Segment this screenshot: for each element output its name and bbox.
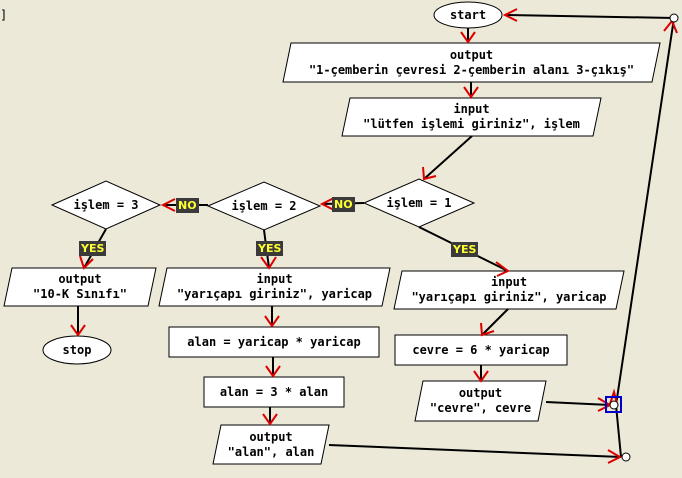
input-yaricap-middle-box[interactable] — [158, 267, 391, 307]
yes-tag-d3: YES — [79, 241, 107, 256]
decision-islem-3[interactable] — [50, 180, 162, 230]
stop-label: stop — [62, 342, 92, 357]
output-alan-text: output "alan", alan — [213, 425, 329, 464]
input-r1-value: "yarıçapı giriniz", yaricap — [411, 290, 607, 304]
junction-selected — [609, 400, 619, 410]
arrowhead-decision3 — [160, 198, 176, 212]
corner-bracket: ] — [0, 8, 8, 22]
input-islem-value: "lütfen işlemi giriniz", işlem — [363, 117, 580, 131]
input-islem-kind: input — [453, 102, 490, 116]
connector-inputr1-cevre — [481, 308, 509, 336]
output-alan-box[interactable] — [212, 424, 330, 465]
arrowhead-decision1 — [422, 166, 437, 181]
input-yaricap-right-text: input "yarıçapı giriniz", yaricap — [394, 271, 624, 309]
output-cevre-kind: output — [458, 386, 503, 400]
output-10k-text: output "10-K Sınıfı" — [4, 268, 156, 306]
output-10k-kind: output — [58, 272, 102, 286]
arrowhead-menu — [460, 31, 476, 44]
arrowhead-input — [463, 86, 479, 99]
output-alan-value: "alan", alan — [227, 444, 315, 459]
input-yaricap-middle-text: input "yarıçapı giriniz", yaricap — [159, 268, 390, 306]
connector-outcevre-junction — [545, 401, 611, 406]
output-cevre-box[interactable] — [414, 380, 547, 422]
output-menu-box[interactable] — [282, 42, 661, 83]
arrowhead-start — [502, 8, 518, 22]
decision-2-label: işlem = 2 — [231, 198, 297, 213]
output-menu-value: "1-çemberin çevresi 2-çemberin alanı 3-ç… — [308, 62, 635, 77]
junction-bottom-right — [621, 452, 631, 462]
input-yaricap-right-box[interactable] — [393, 270, 625, 310]
assign-cevre-box[interactable] — [394, 334, 568, 366]
start-label: start — [449, 7, 487, 22]
decision-islem-2[interactable] — [206, 181, 322, 231]
connector-outalan-junction — [328, 444, 622, 458]
yes-tag-d1: YES — [451, 242, 479, 257]
output-menu-text: output "1-çemberin çevresi 2-çemberin al… — [283, 43, 660, 82]
arrowhead-loop — [609, 388, 618, 405]
junction-top-right — [669, 13, 679, 23]
decision-3-label: işlem = 3 — [73, 197, 139, 212]
output-10k-box[interactable] — [3, 267, 157, 307]
assign-alan1-label: alan = yaricap * yaricap — [187, 334, 361, 349]
assign-alan1-box[interactable] — [168, 326, 380, 358]
output-cevre-value: "cevre", cevre — [429, 401, 532, 415]
input-islem-text: input "lütfen işlemi giriniz", işlem — [342, 98, 601, 136]
selection-handle[interactable] — [605, 396, 622, 413]
connector-junction-up — [615, 404, 622, 458]
connector-loop-top — [504, 14, 675, 19]
arrowhead-top — [663, 19, 678, 34]
output-10k-value: "10-K Sınıfı" — [33, 287, 127, 301]
output-alan-kind: output — [249, 429, 293, 444]
arrowhead-10k — [79, 255, 94, 270]
no-tag-d2: NO — [176, 198, 199, 213]
arrowhead-junction2 — [607, 449, 623, 464]
arrowhead-outcevre — [473, 370, 489, 383]
input-r2-kind: input — [256, 272, 293, 286]
connector-input-decision1 — [423, 135, 473, 180]
no-tag-d1: NO — [332, 197, 355, 212]
arrowhead-alan2 — [265, 365, 281, 378]
input-islem-box[interactable] — [341, 97, 602, 137]
input-r1-kind: input — [490, 275, 528, 289]
assign-alan2-box[interactable] — [203, 376, 345, 408]
arrowhead-cevre — [480, 322, 495, 337]
arrowhead-alan1 — [264, 315, 280, 328]
input-r2-value: "yarıçapı giriniz", yaricap — [176, 287, 373, 301]
connector-loop-up — [615, 17, 675, 406]
decision-islem-1[interactable] — [362, 178, 476, 228]
assign-cevre-label: cevre = 6 * yaricap — [412, 342, 550, 357]
yes-tag-d2: YES — [256, 241, 284, 256]
output-cevre-text: output "cevre", cevre — [415, 381, 546, 421]
arrowhead-decision2 — [319, 197, 335, 211]
output-menu-kind: output — [449, 47, 494, 62]
arrowhead-inputr2 — [260, 256, 277, 270]
arrowhead-stop — [70, 324, 86, 337]
assign-alan2-label: alan = 3 * alan — [219, 384, 329, 399]
decision-1-label: işlem = 1 — [386, 195, 452, 210]
arrowhead-inputr1 — [495, 261, 510, 277]
arrowhead-outalan — [262, 413, 278, 426]
